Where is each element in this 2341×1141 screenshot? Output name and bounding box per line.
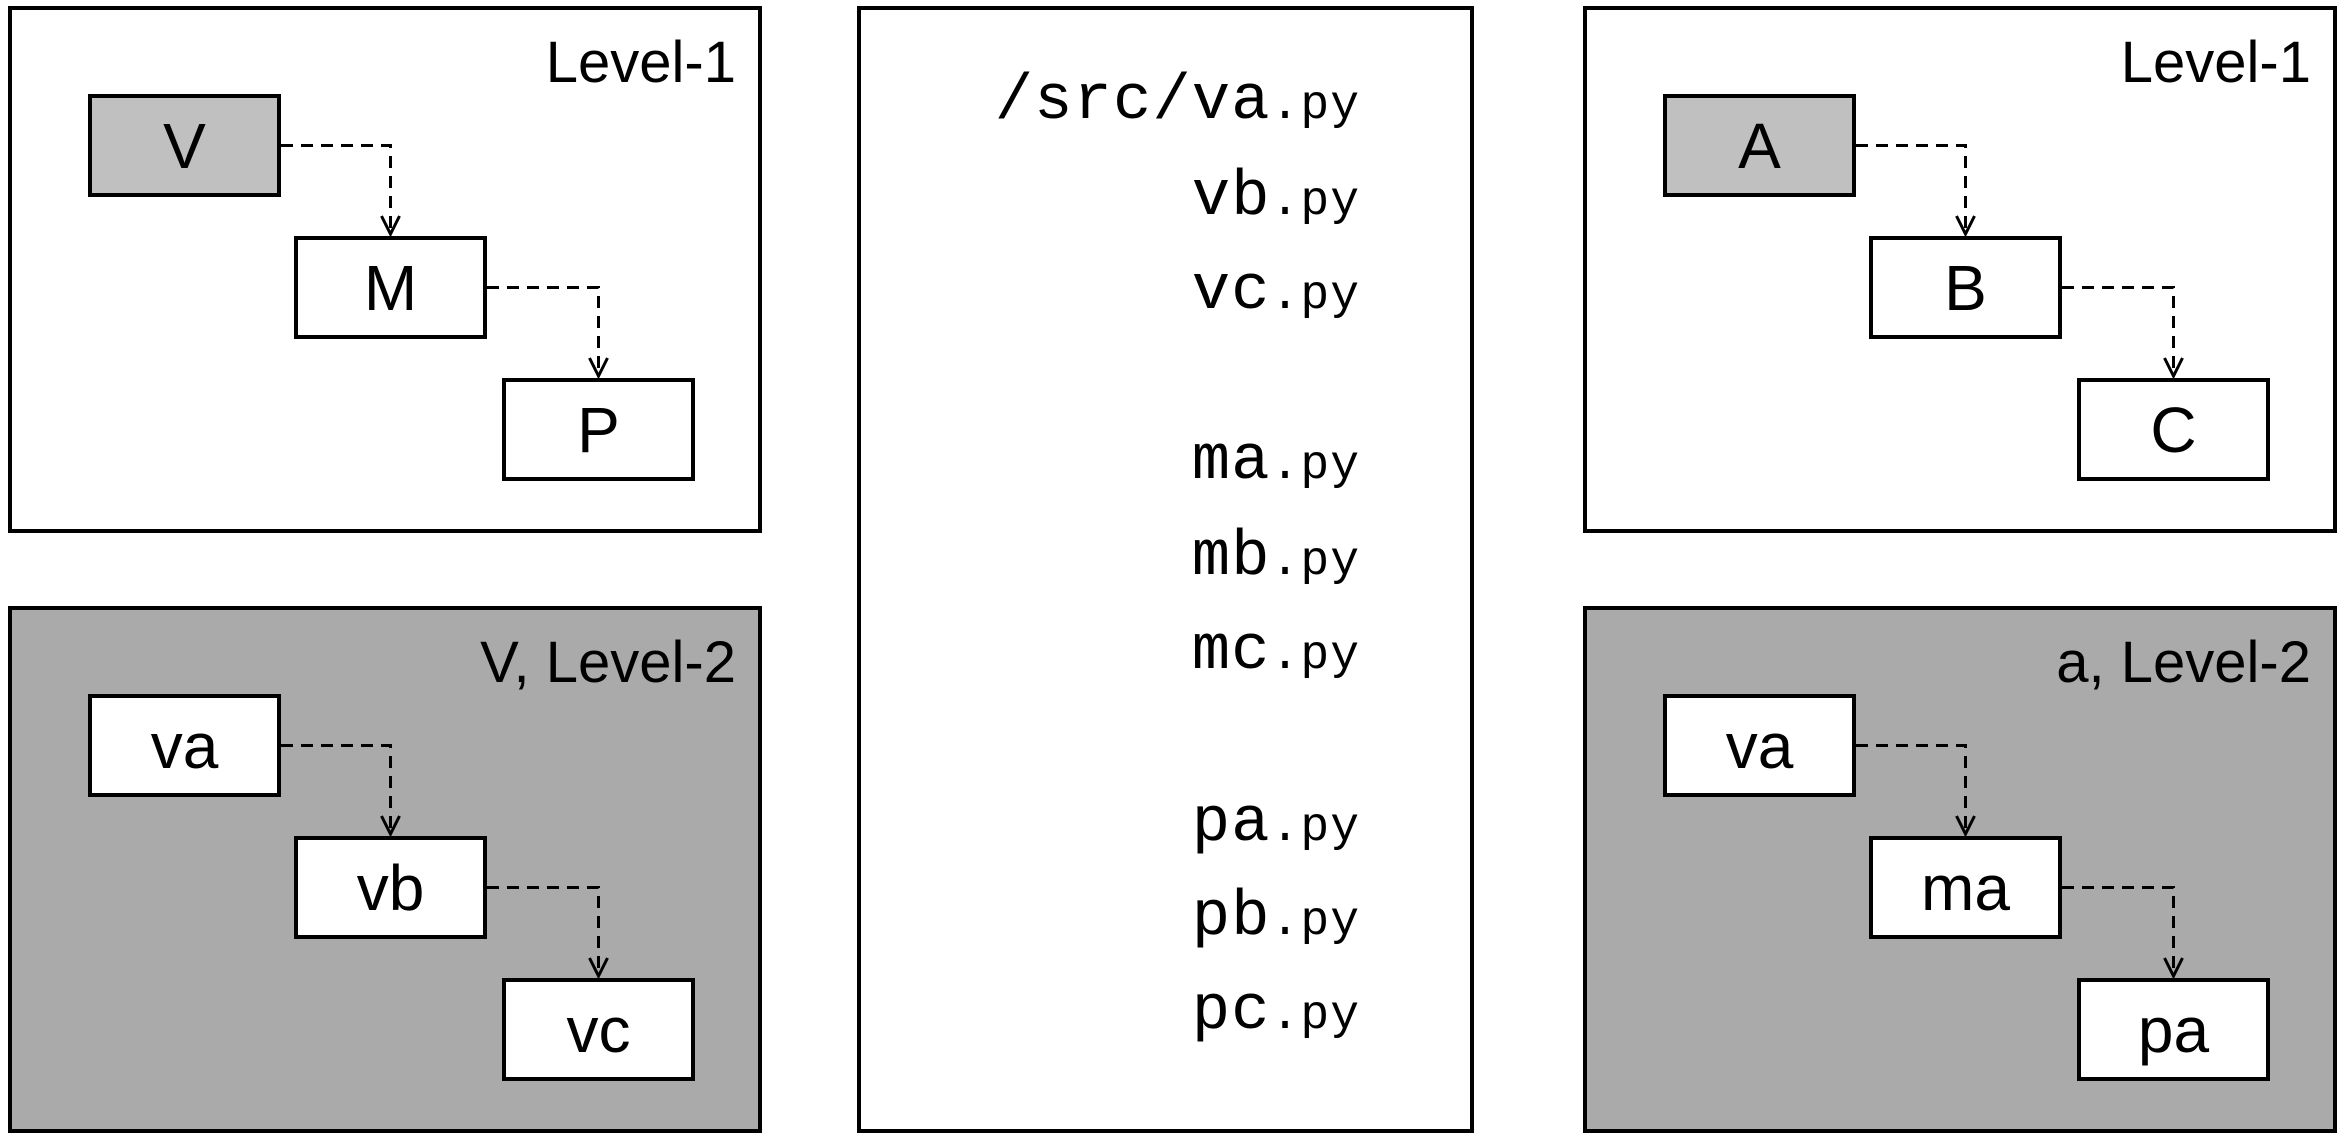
file-item: mb.py xyxy=(1192,526,1360,590)
node-p: P xyxy=(502,378,695,481)
node-a: A xyxy=(1663,94,1856,197)
file-list: /src/va.py vb.py vc.py ma.py mb.py mc.py… xyxy=(861,10,1470,1129)
file-name: mc xyxy=(1191,616,1271,688)
dependency-arrow-line xyxy=(2062,886,2175,974)
node-pa: pa xyxy=(2077,978,2270,1081)
file-ext: .py xyxy=(1270,989,1360,1043)
panel-title: Level-1 xyxy=(545,30,736,95)
file-name: vb xyxy=(1191,162,1271,234)
file-name: va xyxy=(1191,66,1271,138)
node-v: V xyxy=(88,94,281,197)
file-item: /src/va.py xyxy=(995,70,1360,134)
file-name: pb xyxy=(1191,882,1271,954)
panel-title: V, Level-2 xyxy=(480,630,736,695)
arrowhead-icon xyxy=(2163,957,2184,980)
dependency-arrows xyxy=(1856,744,2184,980)
file-name: pc xyxy=(1191,976,1271,1048)
node-va: va xyxy=(1663,694,1856,797)
panel-file-list: /src/va.py vb.py vc.py ma.py mb.py mc.py… xyxy=(857,6,1474,1133)
file-ext: .py xyxy=(1270,801,1360,855)
dependency-arrows xyxy=(1856,144,2184,380)
node-ma: ma xyxy=(1869,836,2062,939)
node-b: B xyxy=(1869,236,2062,339)
file-ext: .py xyxy=(1270,79,1360,133)
dependency-arrow-line xyxy=(1856,744,1967,832)
panel-top-left-level-1: Level-1 V M P xyxy=(8,6,762,533)
panel-title: a, Level-2 xyxy=(2056,630,2311,695)
path-prefix: /src/ xyxy=(994,66,1192,138)
node-m: M xyxy=(294,236,487,339)
node-vc: vc xyxy=(502,978,695,1081)
arrowhead-icon xyxy=(380,215,401,238)
dependency-arrow-line xyxy=(1856,144,1967,232)
file-name: pa xyxy=(1191,788,1271,860)
node-va: va xyxy=(88,694,281,797)
panel-bottom-right-level-2: a, Level-2 va ma pa xyxy=(1583,606,2337,1133)
panel-title: Level-1 xyxy=(2120,30,2311,95)
file-ext: .py xyxy=(1270,895,1360,949)
arrowhead-icon xyxy=(1955,215,1976,238)
arrowhead-icon xyxy=(2163,357,2184,380)
dependency-arrow-line xyxy=(487,886,600,974)
node-c: C xyxy=(2077,378,2270,481)
file-ext: .py xyxy=(1270,629,1360,683)
node-vb: vb xyxy=(294,836,487,939)
file-ext: .py xyxy=(1270,439,1360,493)
arrowhead-icon xyxy=(588,957,609,980)
file-ext: .py xyxy=(1270,535,1360,589)
file-item: vb.py xyxy=(1192,166,1360,230)
dependency-arrows xyxy=(281,144,609,380)
dependency-arrow-line xyxy=(281,744,392,832)
dependency-arrow-line xyxy=(487,286,600,374)
file-item: pc.py xyxy=(1192,980,1360,1044)
arrowhead-icon xyxy=(1955,815,1976,838)
file-item: vc.py xyxy=(1192,260,1360,324)
panel-top-right-level-1: Level-1 A B C xyxy=(1583,6,2337,533)
file-name: mb xyxy=(1191,522,1271,594)
file-ext: .py xyxy=(1270,175,1360,229)
panel-bottom-left-level-2: V, Level-2 va vb vc xyxy=(8,606,762,1133)
file-item: pb.py xyxy=(1192,886,1360,950)
arrowhead-icon xyxy=(588,357,609,380)
arrowhead-icon xyxy=(380,815,401,838)
file-ext: .py xyxy=(1270,269,1360,323)
dependency-arrows xyxy=(281,744,609,980)
file-name: ma xyxy=(1191,426,1271,498)
dependency-arrow-line xyxy=(281,144,392,232)
dependency-arrow-line xyxy=(2062,286,2175,374)
file-name: vc xyxy=(1191,256,1271,328)
file-item: ma.py xyxy=(1192,430,1360,494)
file-item: mc.py xyxy=(1192,620,1360,684)
file-item: pa.py xyxy=(1192,792,1360,856)
